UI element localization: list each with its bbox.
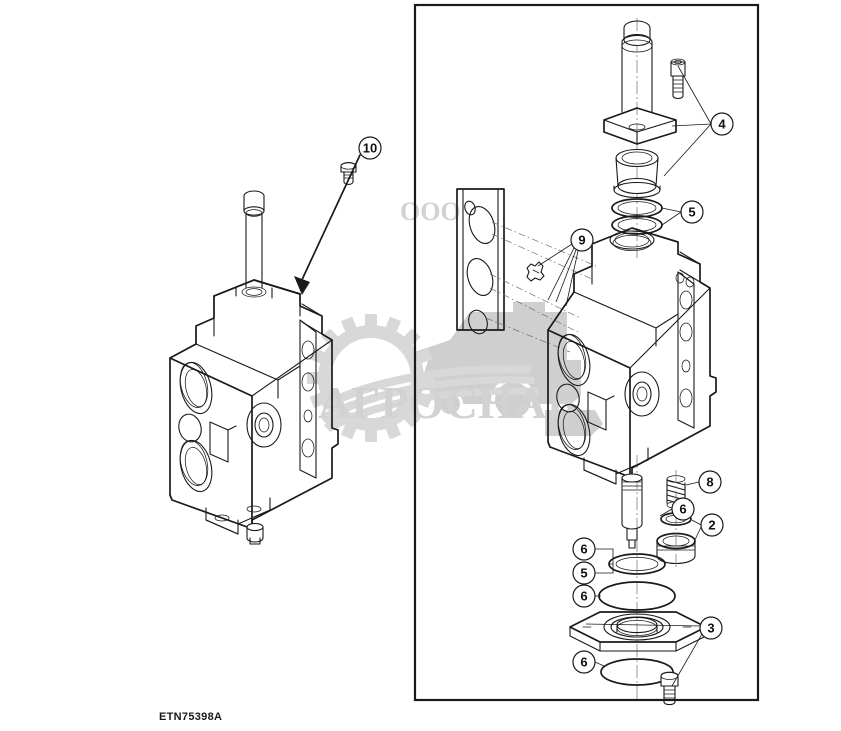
callout-5-lower-label: 5 (580, 566, 587, 581)
watermark-line2: АГРОСНАБ (318, 377, 577, 428)
callout-bubbles: 10 4 5 9 8 6 2 6 (358, 112, 734, 674)
socket-head-cap-screw-top (670, 58, 686, 100)
fitting-plug-9 (526, 261, 545, 282)
callout-4[interactable]: 4 (710, 112, 734, 136)
callout-6-oring[interactable]: 6 (572, 584, 596, 608)
callout-9[interactable]: 9 (570, 228, 594, 252)
relief-valve-cartridge (621, 473, 643, 549)
leader-lines (537, 65, 712, 687)
valve-body-exploded (547, 227, 717, 485)
mounting-face-plate (456, 188, 505, 335)
callout-5-upper-label: 5 (688, 205, 695, 220)
valve-body-assembled (169, 190, 339, 545)
callout-10-label: 10 (363, 141, 377, 156)
callout-4-label: 4 (718, 117, 726, 132)
leader-10 (294, 154, 361, 295)
callout-8[interactable]: 8 (698, 470, 722, 494)
watermark-agrosnab: ООО АГРОСНАБ (307, 197, 603, 442)
watermark-line1: ООО (400, 197, 461, 226)
bottom-plug-left (246, 522, 264, 545)
callout-6-oring-label: 6 (580, 589, 587, 604)
callout-6-bottom-label: 6 (580, 655, 587, 670)
callout-6-cartridge-label: 6 (679, 502, 686, 517)
diagram-frame (413, 3, 760, 702)
spool-stem-left (243, 190, 265, 293)
callout-9-label: 9 (578, 233, 585, 248)
callout-5-upper[interactable]: 5 (680, 200, 704, 224)
callout-6-backup-label: 6 (580, 542, 587, 557)
callout-10[interactable]: 10 (358, 136, 382, 160)
spool-mounting-flange (603, 107, 677, 145)
callout-6-backup[interactable]: 6 (572, 537, 596, 561)
callout-2-label: 2 (708, 518, 715, 533)
spool-plunger-top (621, 20, 653, 113)
valve-top-boss-left (213, 279, 301, 319)
part-number-label: ETN75398A (159, 711, 223, 723)
callout-6-cartridge[interactable]: 6 (671, 497, 695, 521)
valve-main-block-left (169, 279, 339, 535)
callout-2[interactable]: 2 (700, 513, 724, 537)
callout-6-bottom[interactable]: 6 (572, 650, 596, 674)
sleeve-bushing (613, 148, 661, 199)
end-cover-flange (569, 611, 707, 652)
callout-5-lower[interactable]: 5 (572, 561, 596, 585)
callout-3-label: 3 (707, 621, 714, 636)
callout-8-label: 8 (706, 475, 713, 490)
callout-3[interactable]: 3 (699, 616, 723, 640)
